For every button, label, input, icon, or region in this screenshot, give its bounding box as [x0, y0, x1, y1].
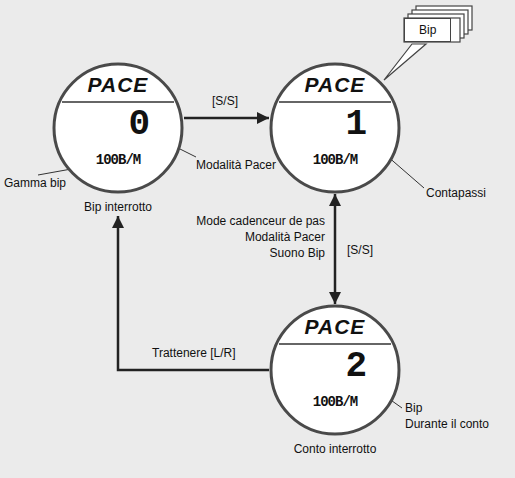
- state-caption: Conto interrotto: [294, 442, 377, 456]
- state-caption: Bip interrotto: [84, 200, 152, 214]
- callout-label: Durante il conto: [405, 417, 489, 431]
- counter-digit: 0: [128, 104, 150, 145]
- watch-display: PACE 1 100B/M: [269, 62, 401, 194]
- counter-digit: 1: [345, 104, 367, 145]
- transition-arrow: [184, 117, 269, 120]
- display-rule: [62, 101, 174, 103]
- watch-display: PACE 2 100B/M Conto interrotto: [269, 304, 401, 458]
- mode-title: PACE: [52, 73, 184, 97]
- transition-arrow: [334, 194, 337, 304]
- display-rule: [279, 101, 391, 103]
- callout-label: Contapassi: [426, 186, 486, 200]
- display-rule: [279, 343, 391, 345]
- button-label: [S/S]: [210, 94, 240, 108]
- bip-stack: [384, 6, 472, 80]
- button-label: Trattenere [L/R]: [150, 346, 238, 360]
- beep-rate: 100B/M: [52, 152, 184, 168]
- beep-rate: 100B/M: [269, 394, 401, 410]
- callout-label: Modalità Pacer: [196, 158, 276, 172]
- beep-bubble: Bip: [404, 18, 451, 42]
- watch-display: PACE 0 100B/M Bip interrotto: [52, 62, 184, 216]
- callout-label: Mode cadenceur de pas: [165, 214, 325, 228]
- bubble-text: Bip: [419, 23, 436, 37]
- beep-rate: 100B/M: [269, 152, 401, 168]
- callout-label: Gamma bip: [4, 176, 66, 190]
- callout-label: Bip: [405, 401, 422, 415]
- mode-title: PACE: [269, 315, 401, 339]
- callout-label: Modalità Pacer: [165, 230, 325, 244]
- callout-label: Suono Bip: [165, 246, 325, 260]
- mode-title: PACE: [269, 73, 401, 97]
- counter-digit: 2: [345, 346, 367, 387]
- bubble-tail: [384, 44, 426, 80]
- button-label: [S/S]: [345, 243, 375, 257]
